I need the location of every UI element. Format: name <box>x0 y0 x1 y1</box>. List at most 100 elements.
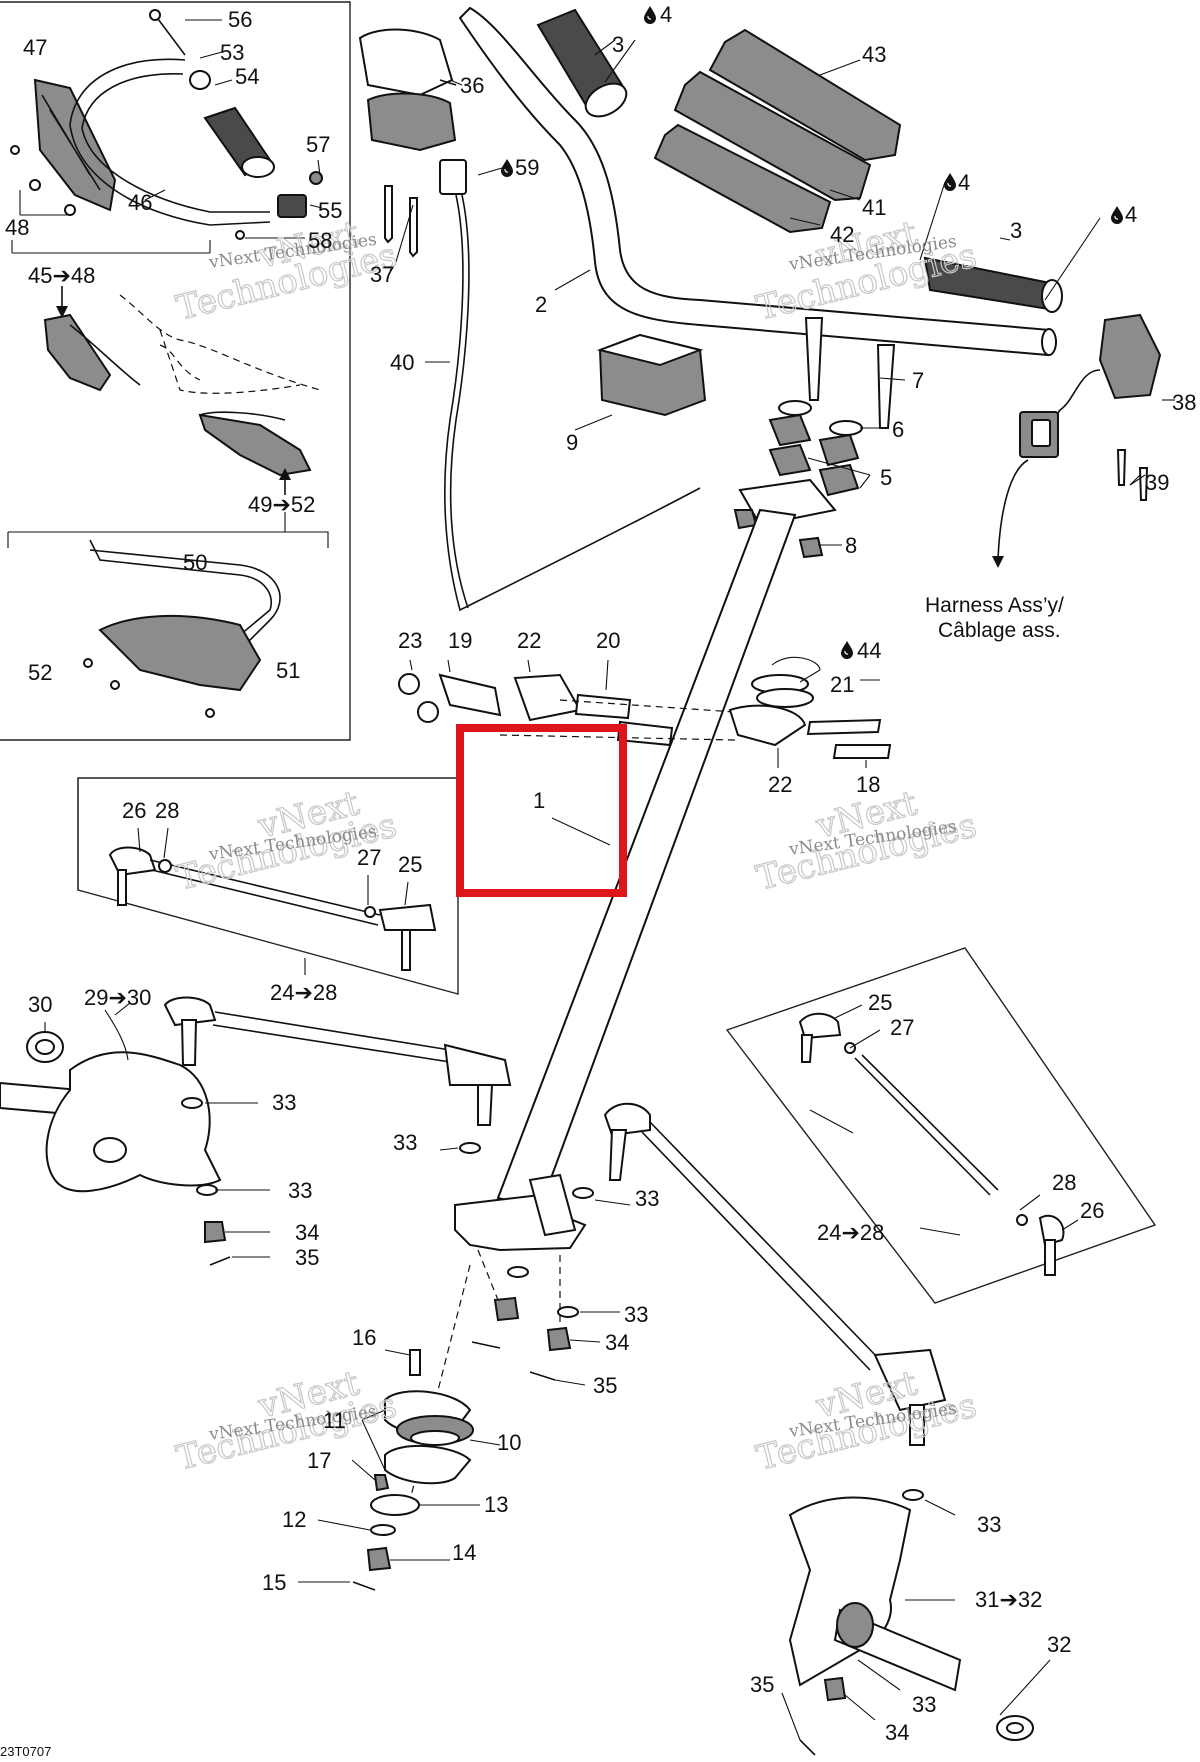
callout-21: 21 <box>830 672 854 697</box>
highlight-box <box>456 724 627 897</box>
callout-4b: 4 <box>958 170 970 195</box>
harness-note-line1: Harness Ass’y/ <box>925 594 1064 617</box>
callout-1: 1 <box>533 788 545 813</box>
clamps-5 <box>768 413 860 497</box>
grip-3-top <box>536 8 628 118</box>
callout-32: 32 <box>1047 1632 1071 1657</box>
callout-22b: 22 <box>768 772 792 797</box>
tie-rod-left <box>163 996 512 1126</box>
callout-34c: 34 <box>885 1720 909 1745</box>
callout-7: 7 <box>912 368 924 393</box>
callout-45-48: 45➔48 <box>28 263 95 288</box>
callout-28a: 28 <box>155 798 179 823</box>
callout-4c: 4 <box>1125 202 1137 227</box>
callout-25b: 25 <box>868 990 892 1015</box>
harness-note-line2: Câblage ass. <box>938 619 1061 642</box>
callout-41: 41 <box>862 195 886 220</box>
callout-34b: 34 <box>605 1330 629 1355</box>
pitman-arm <box>454 1142 594 1381</box>
callout-27a: 27 <box>357 845 381 870</box>
callout-22a: 22 <box>517 628 541 653</box>
handlebar-2 <box>458 6 1057 357</box>
callout-5: 5 <box>880 465 892 490</box>
grip-54 <box>203 106 275 178</box>
callout-25a: 25 <box>398 852 422 877</box>
throttle-cable-40 <box>439 159 701 612</box>
callout-23: 23 <box>398 628 422 653</box>
callout-33f: 33 <box>977 1512 1001 1537</box>
callout-44: 44 <box>857 638 881 663</box>
callout-36: 36 <box>460 73 484 98</box>
callout-15: 15 <box>262 1570 286 1595</box>
callout-19: 19 <box>448 628 472 653</box>
tie-rod-inset-right <box>725 947 1157 1304</box>
support-parts-18-23 <box>398 673 892 759</box>
steering-column-1 <box>496 508 797 1210</box>
cover-9 <box>596 333 707 417</box>
leader-lines <box>19 19 1175 1741</box>
switch-housing-36 <box>358 28 457 152</box>
callout-31-32: 31➔32 <box>975 1587 1042 1612</box>
drawing-code: 23T0707 <box>0 1744 51 1759</box>
callout-14: 14 <box>452 1540 476 1565</box>
callout-4a: 4 <box>660 2 672 27</box>
callout-56: 56 <box>228 7 252 32</box>
callout-10: 10 <box>497 1430 521 1455</box>
switch-38 <box>1019 313 1162 458</box>
callout-6: 6 <box>892 417 904 442</box>
callout-54: 54 <box>235 64 259 89</box>
screws-48 <box>10 145 245 240</box>
callout-50: 50 <box>183 550 207 575</box>
callout-33d: 33 <box>635 1186 659 1211</box>
callout-20: 20 <box>596 628 620 653</box>
tie-rod-inset-left <box>77 777 459 995</box>
callout-57: 57 <box>306 132 330 157</box>
grip-3-right <box>923 256 1063 313</box>
callout-35b: 35 <box>593 1373 617 1398</box>
spindle-right-31 <box>788 1489 962 1692</box>
callout-3b: 3 <box>1010 218 1022 243</box>
callout-52: 52 <box>28 660 52 685</box>
callout-28b: 28 <box>1052 1170 1076 1195</box>
callout-13: 13 <box>484 1492 508 1517</box>
callout-53: 53 <box>220 40 244 65</box>
callout-33b: 33 <box>393 1130 417 1155</box>
callout-33g: 33 <box>912 1692 936 1717</box>
callout-30: 30 <box>28 992 52 1017</box>
callout-37: 37 <box>370 262 394 287</box>
callout-35a: 35 <box>295 1245 319 1270</box>
callout-42: 42 <box>830 222 854 247</box>
callout-27b: 27 <box>890 1015 914 1040</box>
screws-37 <box>384 185 418 258</box>
callout-55: 55 <box>318 198 342 223</box>
callout-38: 38 <box>1172 390 1196 415</box>
lower-bearing-stack <box>352 1264 474 1591</box>
callout-51: 51 <box>276 658 300 683</box>
callout-17: 17 <box>307 1448 331 1473</box>
callout-18: 18 <box>856 772 880 797</box>
callout-9: 9 <box>566 430 578 455</box>
callout-33e: 33 <box>624 1302 648 1327</box>
tie-rod-right <box>603 1102 947 1446</box>
watermarks: vNext Technologies vNext Technologies vN… <box>172 213 981 1480</box>
callout-26a: 26 <box>122 798 146 823</box>
callout-59: 59 <box>515 155 539 180</box>
callout-3a: 3 <box>612 32 624 57</box>
callout-2: 2 <box>535 292 547 317</box>
callout-46: 46 <box>128 190 152 215</box>
callout-43: 43 <box>862 42 886 67</box>
callout-12: 12 <box>282 1507 306 1532</box>
callout-29-30: 29➔30 <box>84 985 151 1010</box>
callout-58: 58 <box>308 228 332 253</box>
callout-33a: 33 <box>272 1090 296 1115</box>
callout-48: 48 <box>5 215 29 240</box>
callout-33c: 33 <box>288 1178 312 1203</box>
callout-39: 39 <box>1145 470 1169 495</box>
callout-49-52: 49➔52 <box>248 492 315 517</box>
callout-24-28a: 24➔28 <box>270 980 337 1005</box>
spindle-left-29 <box>0 1051 222 1193</box>
callout-47: 47 <box>23 35 47 60</box>
handguard-inset <box>0 1 351 741</box>
